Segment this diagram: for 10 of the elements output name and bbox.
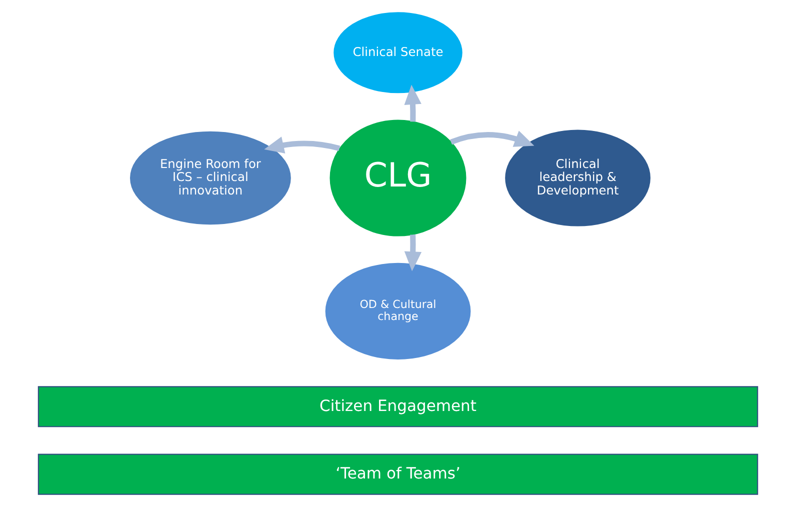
node-ellipse: OD & Cultural change xyxy=(325,262,471,360)
node-ellipse: CLG xyxy=(330,120,466,236)
arrow xyxy=(264,136,340,154)
arrow xyxy=(404,234,422,272)
arrow xyxy=(404,84,422,122)
node-box: Citizen Engagement xyxy=(38,386,758,428)
node-ellipse: Engine Room for ICS – clinical innovation xyxy=(130,131,291,225)
node-ellipse: Clinical Senate xyxy=(334,12,462,94)
node-box: ‘Team of Teams’ xyxy=(38,454,758,495)
arrow xyxy=(450,130,534,147)
